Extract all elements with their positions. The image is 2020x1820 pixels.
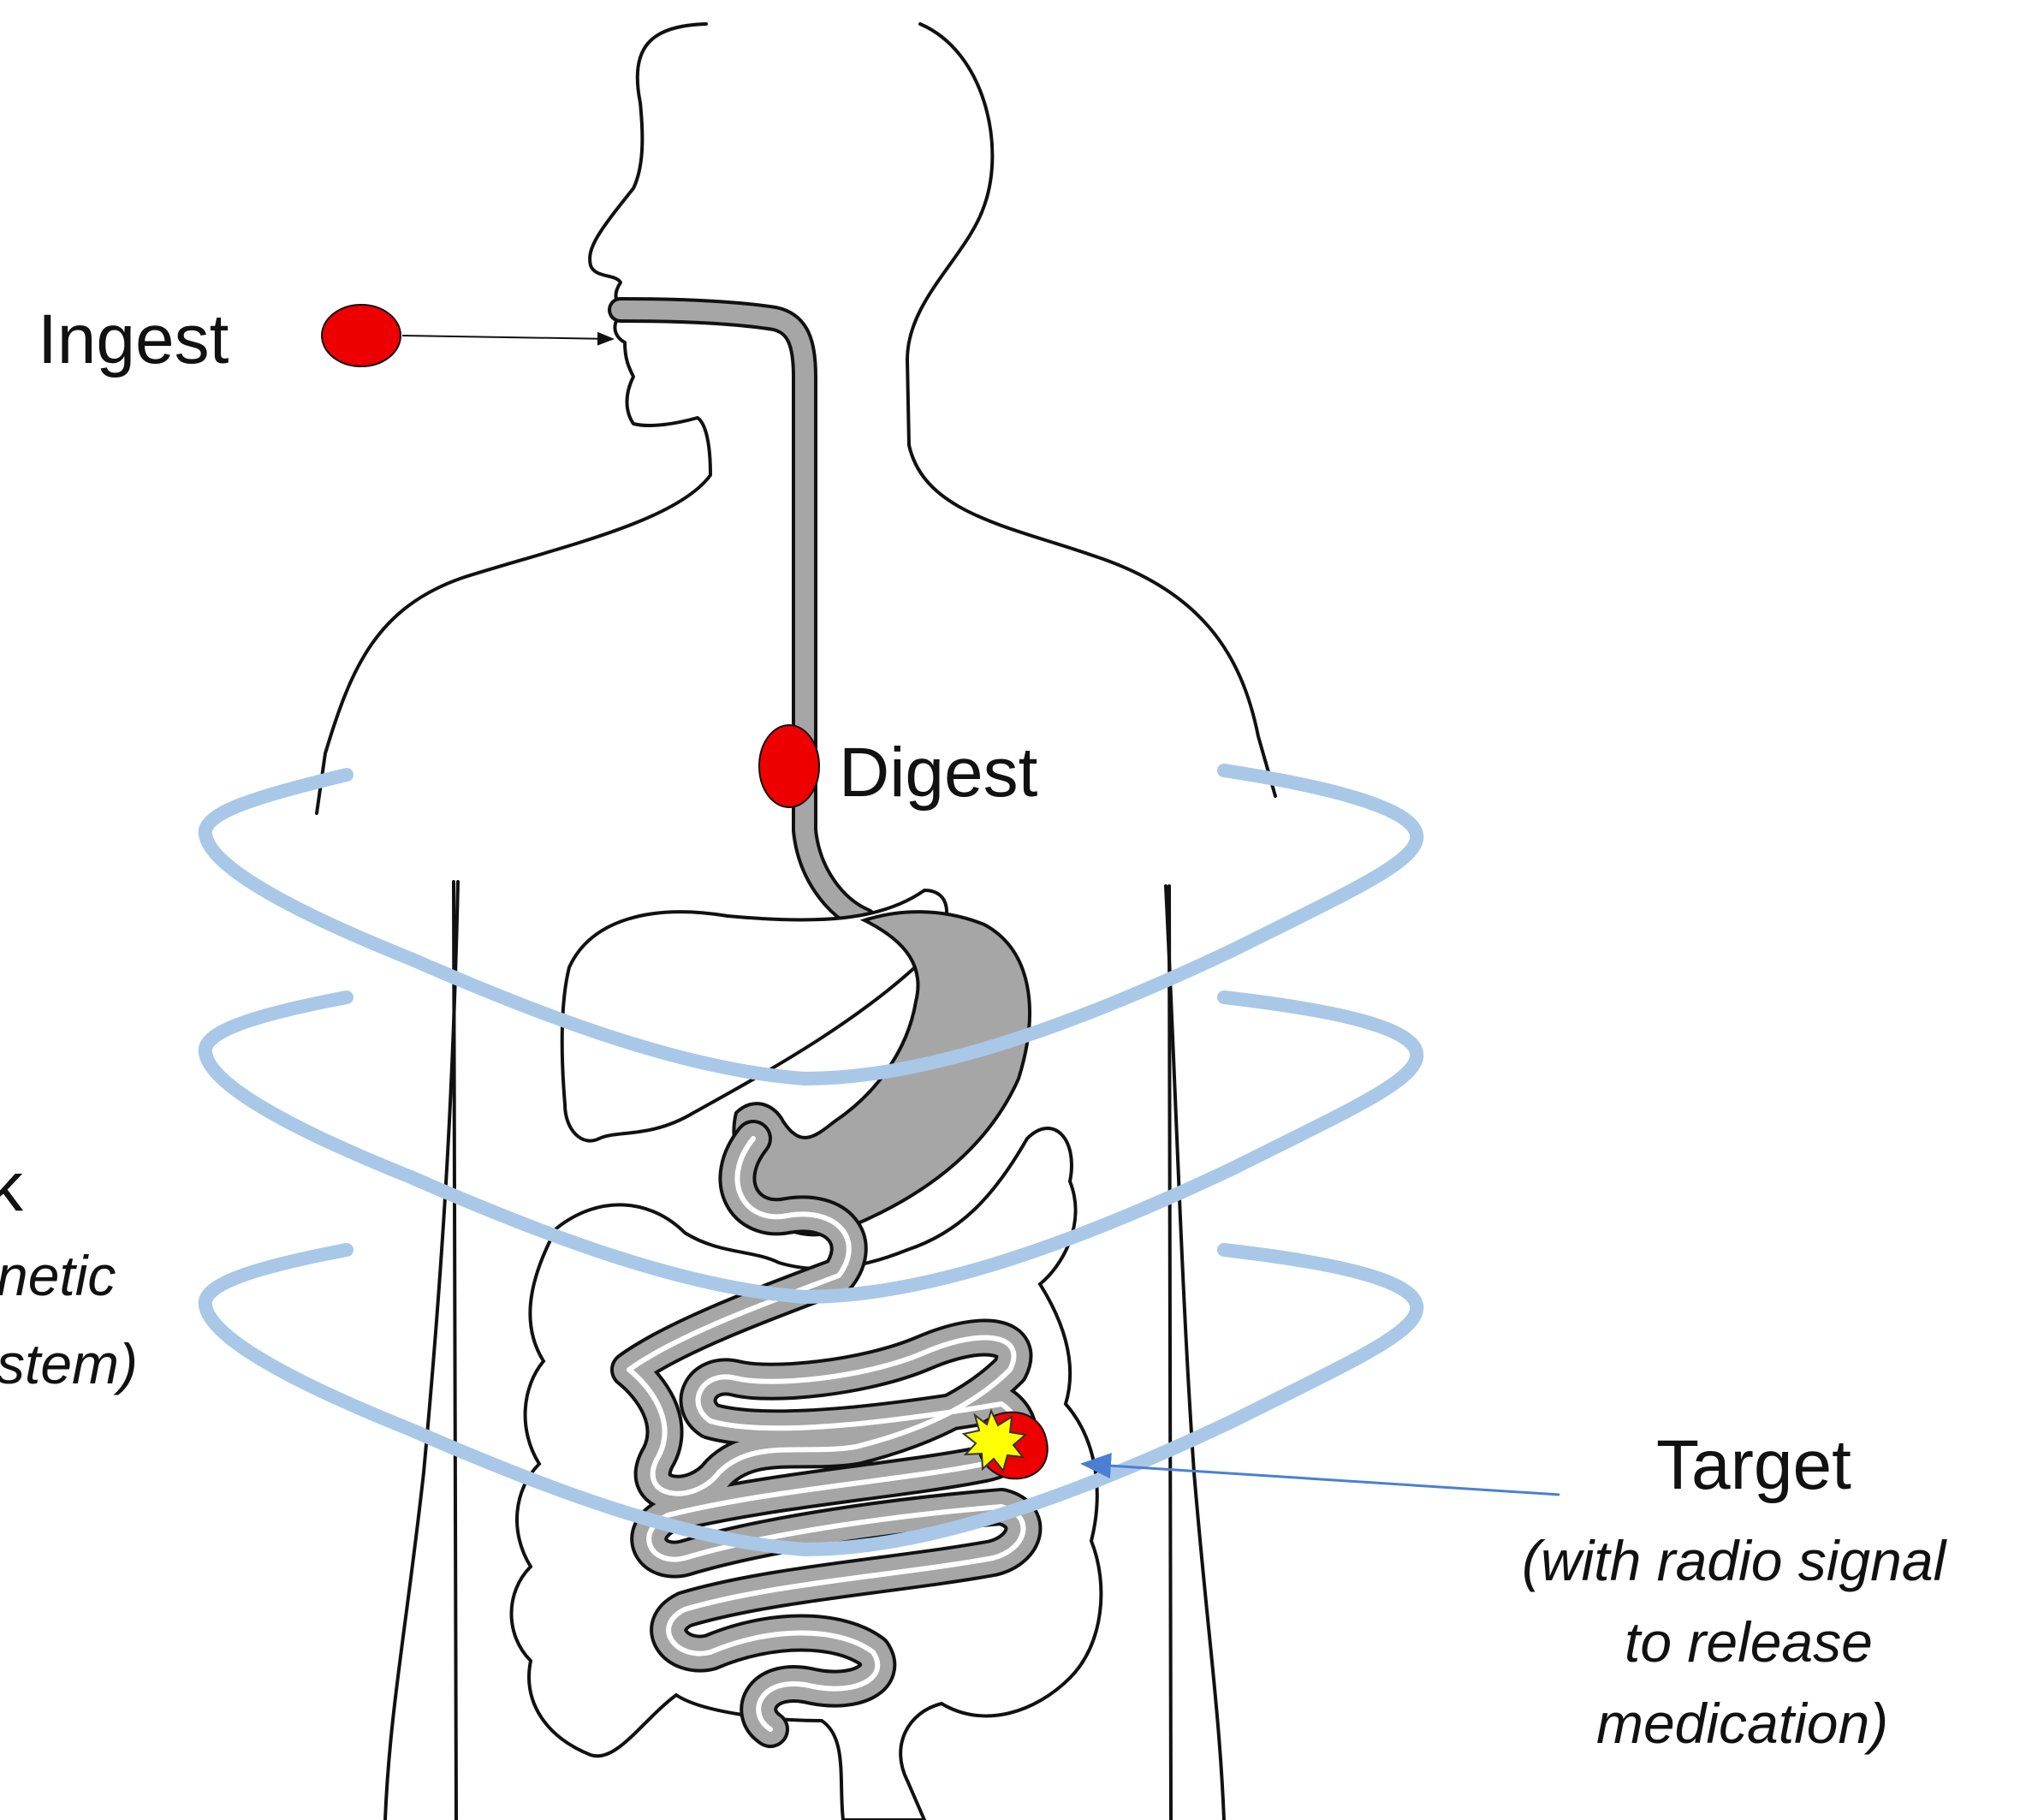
target-note-line-2: to release bbox=[1625, 1609, 1873, 1674]
digest-label: Digest bbox=[839, 733, 1037, 813]
pill-ingest bbox=[322, 305, 401, 366]
ingest-label: Ingest bbox=[38, 300, 229, 380]
track-label-partial: k bbox=[0, 1147, 23, 1228]
left-side-inner bbox=[454, 882, 456, 1820]
right-head-outline bbox=[907, 24, 1275, 796]
right-side-outline bbox=[1166, 886, 1224, 1820]
target-label: Target bbox=[1656, 1425, 1851, 1506]
left-side-outline bbox=[385, 882, 458, 1820]
head-outline bbox=[317, 24, 710, 813]
ingest-arrow bbox=[402, 336, 613, 339]
pill-digest bbox=[759, 725, 819, 807]
track-note-line-2: stem) bbox=[0, 1331, 138, 1396]
target-note-line-3: medication) bbox=[1596, 1691, 1888, 1756]
esophagus bbox=[621, 310, 864, 920]
track-note-line-1: netic bbox=[0, 1243, 116, 1308]
target-arrow bbox=[1083, 1464, 1560, 1495]
right-side-inner bbox=[1169, 886, 1171, 1820]
target-note-line-1: (with radio signal bbox=[1522, 1528, 1946, 1593]
